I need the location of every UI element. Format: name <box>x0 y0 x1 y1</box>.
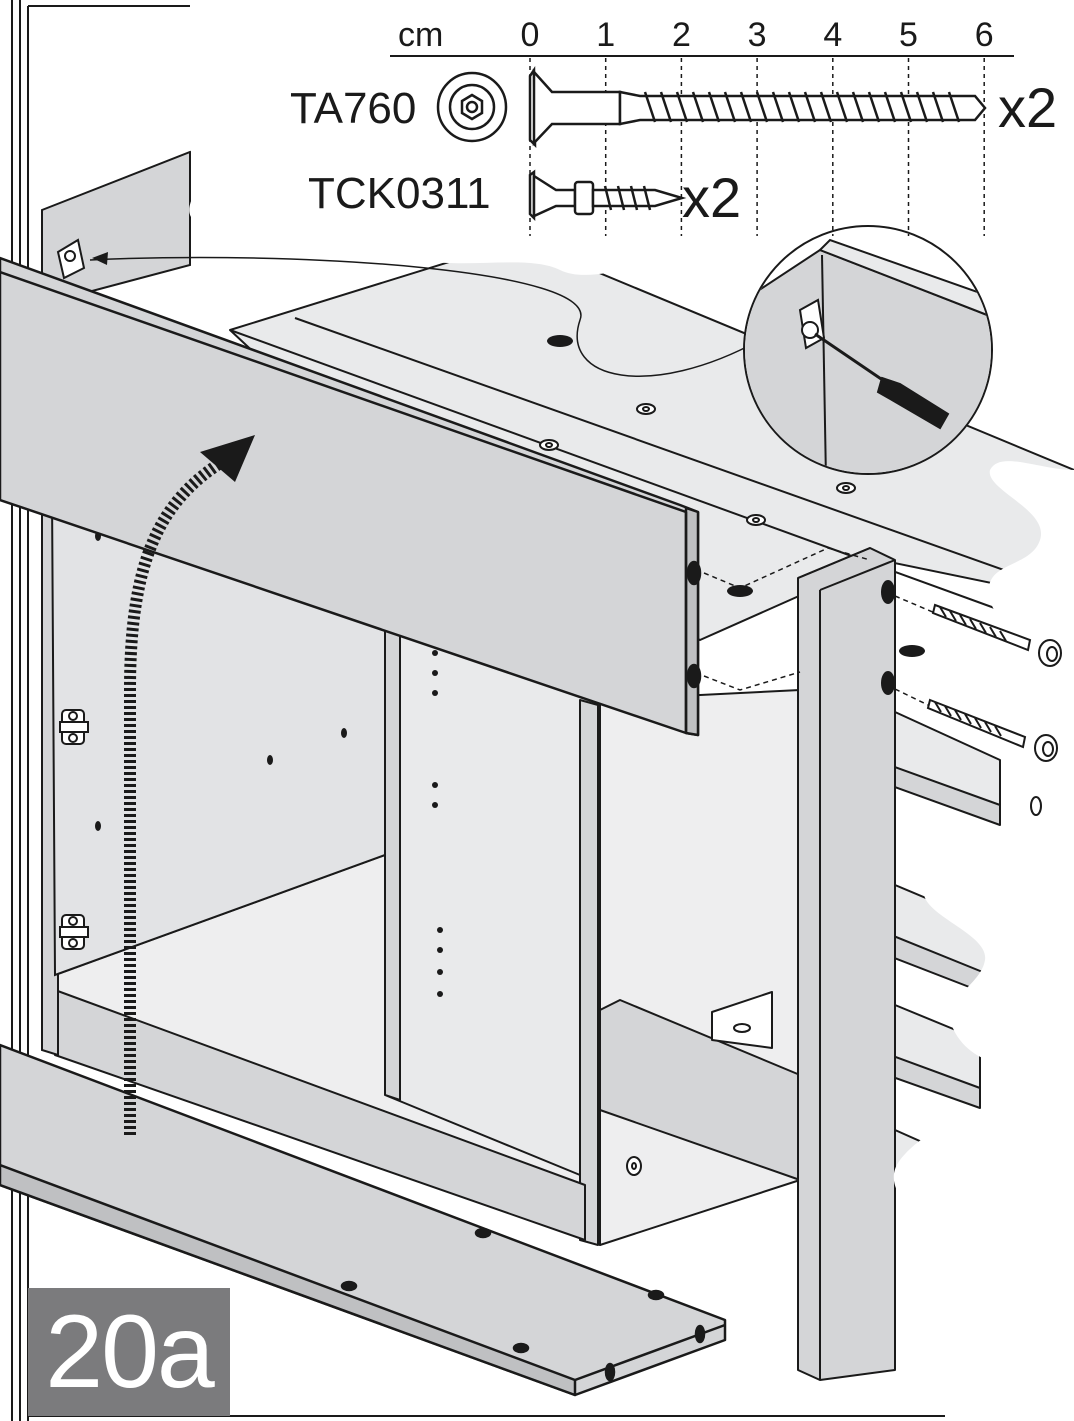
right-post <box>797 547 1001 1381</box>
ruler-tick-label: 0 <box>521 16 540 54</box>
pointer-arrowhead <box>92 252 108 265</box>
ruler: cm 0 1 2 3 4 5 6 <box>390 16 1014 236</box>
part-code-ta760: TA760 <box>290 84 416 133</box>
screw-icon <box>528 65 987 149</box>
hinge-plate <box>59 709 89 745</box>
hex-socket-icon <box>436 71 508 143</box>
fade-cloud-right <box>988 461 1074 640</box>
hardware-row-tck0311: TCK0311 x2 <box>308 166 741 229</box>
cabinet-left-side <box>11 0 945 1421</box>
ruler-tick-label: 2 <box>672 16 691 54</box>
short-screw-icon <box>528 169 687 222</box>
bolt-ta760-upper <box>931 603 1062 667</box>
hardware-row-ta760: TA760 x2 <box>290 65 1057 149</box>
ruler-tick-labels: 0 1 2 3 4 5 6 <box>521 16 994 54</box>
zoom-detail <box>743 225 993 475</box>
ruler-tick-lines <box>529 58 985 236</box>
ruler-tick-label: 1 <box>596 16 615 54</box>
guide-lines <box>703 547 936 707</box>
ruler-tick-label: 3 <box>748 16 767 54</box>
cabinet-back <box>54 239 1074 1246</box>
ruler-tick-label: 5 <box>899 16 918 54</box>
step-number-badge: 20a <box>28 1288 230 1416</box>
fade-cloud-top <box>189 0 761 300</box>
lift-arrow <box>124 435 255 1135</box>
fade-cloud-right-bottom <box>893 1090 1074 1421</box>
ruler-tick-label: 4 <box>823 16 842 54</box>
quantity-ta760: x2 <box>998 76 1057 139</box>
bottom-panel <box>0 1043 727 1397</box>
fade-cloud-right-low <box>923 837 1074 1072</box>
lifted-panel <box>0 256 702 737</box>
hinge-plate <box>59 914 89 950</box>
ruler-tick-label: 6 <box>975 16 994 54</box>
cam-fitting <box>56 238 86 280</box>
cam-marks <box>539 403 1042 1176</box>
part-code-tck0311: TCK0311 <box>308 169 491 218</box>
ruler-unit-label: cm <box>398 16 443 54</box>
quantity-tck0311: x2 <box>682 166 741 229</box>
pointer-line <box>89 256 761 377</box>
bolt-ta760-lower <box>926 698 1058 762</box>
